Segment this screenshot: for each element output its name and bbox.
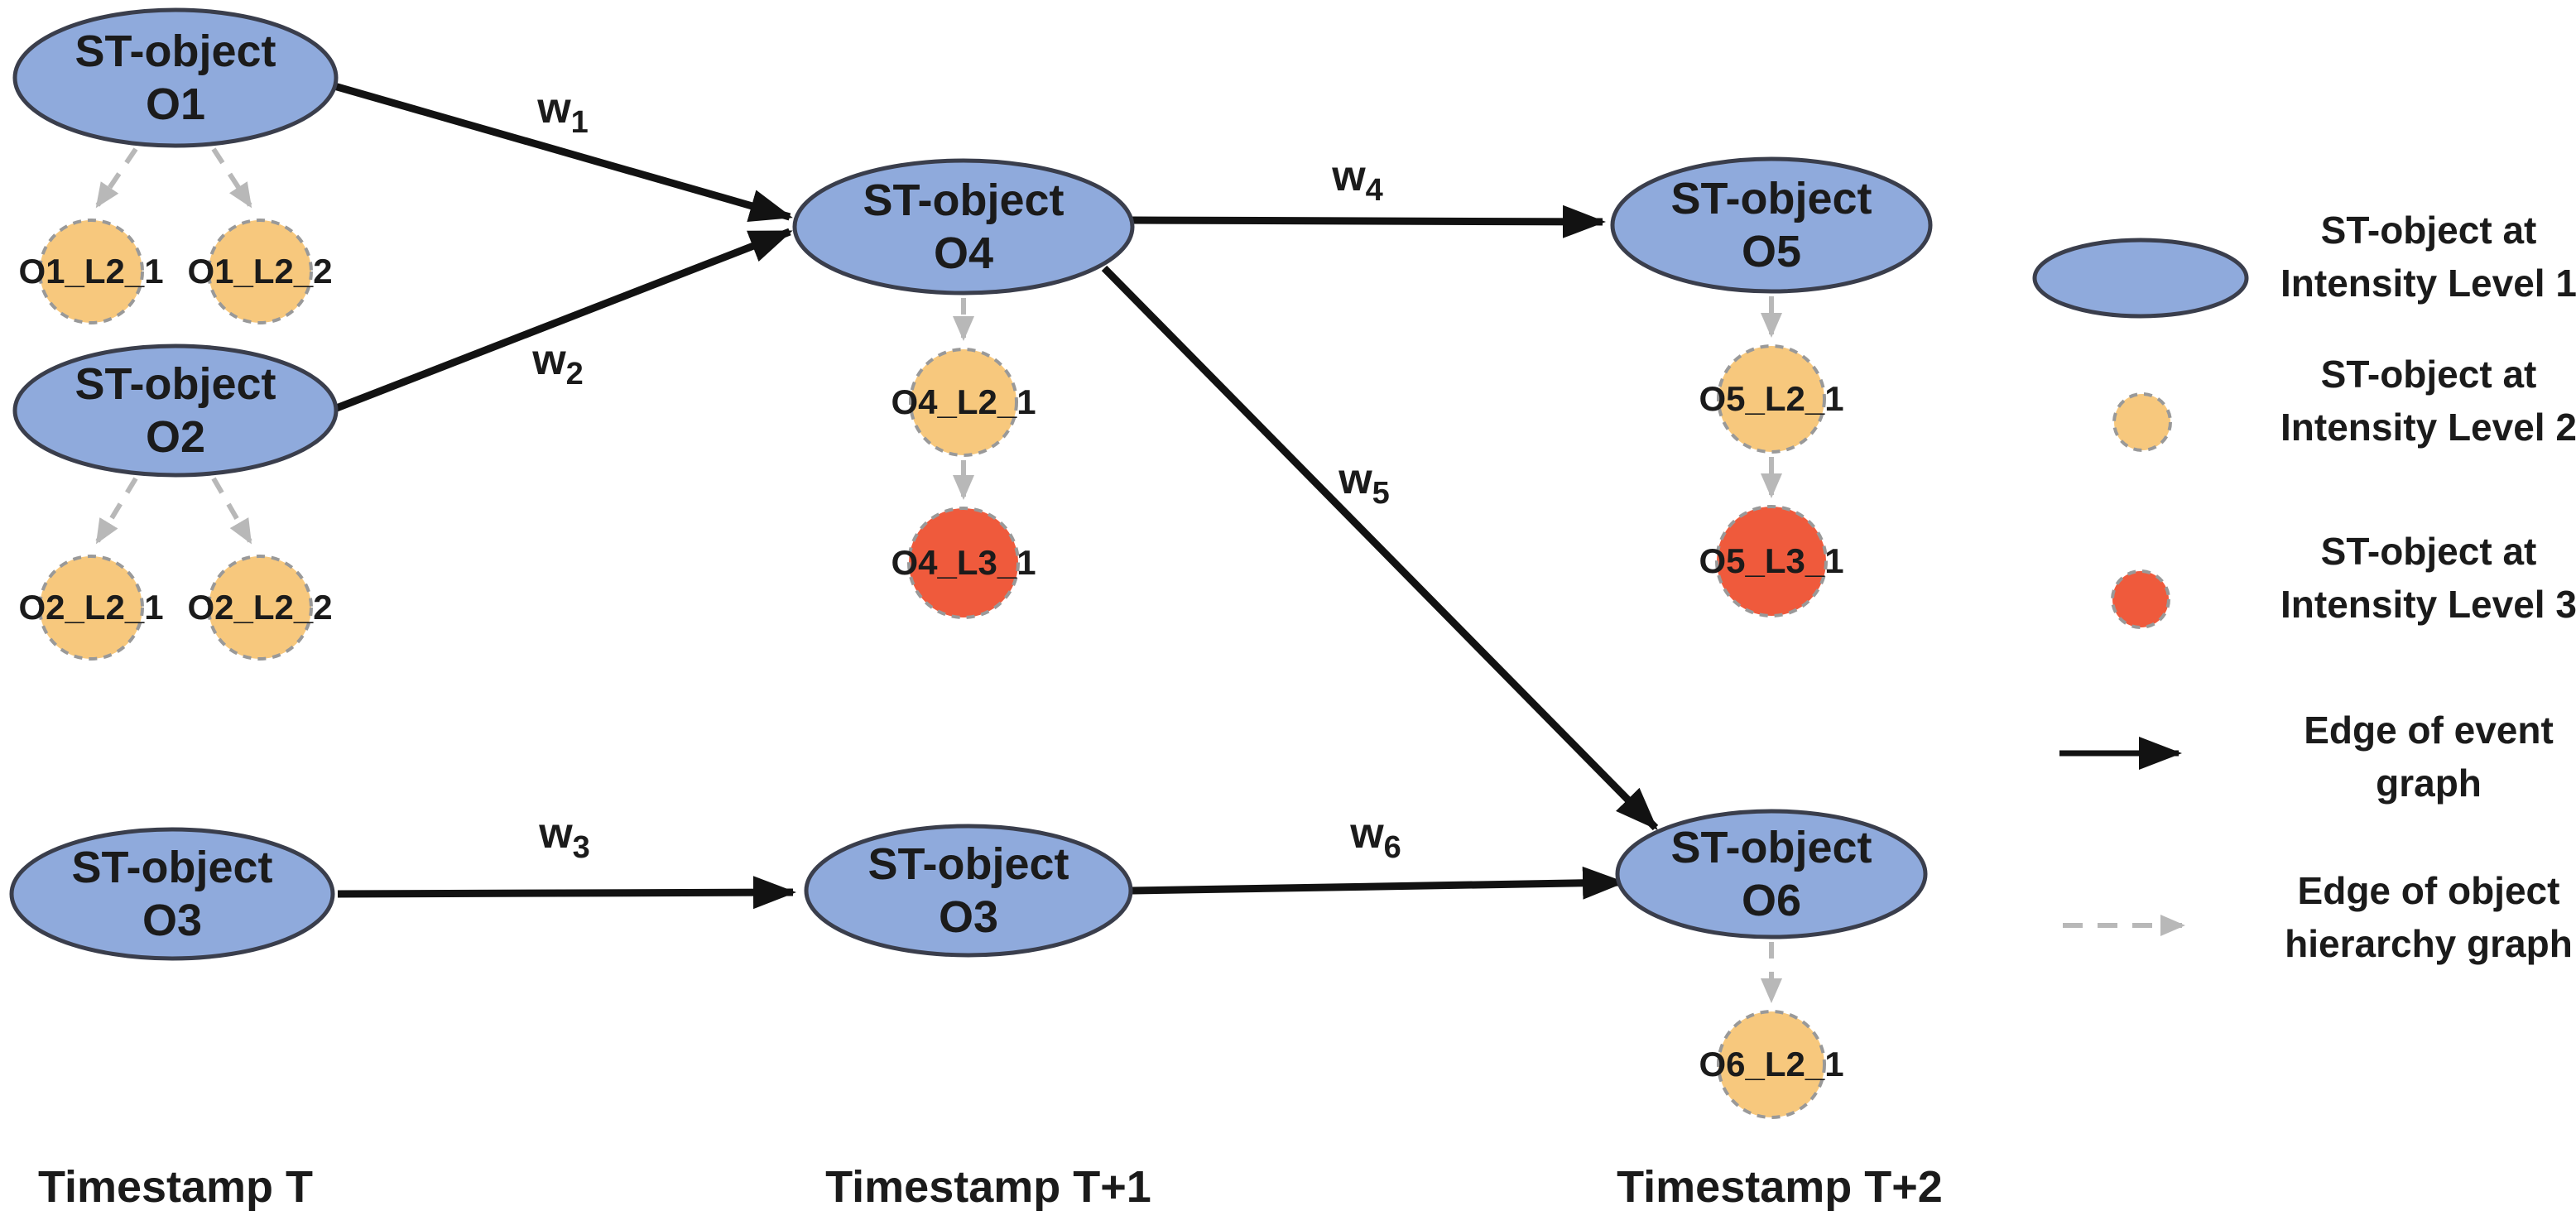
child-o5_l3_1-circle (1715, 505, 1828, 617)
legend: ST-object at Intensity Level 1 ST-object… (2032, 209, 2576, 965)
legend-event-edge-label-line2: graph (2376, 762, 2482, 805)
child-o6_l2_1-circle (1717, 1010, 1826, 1119)
node-o2-timestamp-t: ST-object O2 (12, 344, 339, 478)
edge-weight-labels: w1 w2 w3 w4 w5 w6 (531, 84, 1401, 865)
legend-row-intensity-level-1: ST-object at Intensity Level 1 (2032, 209, 2576, 319)
child-o1_l2_2: O1_L2_2 (187, 219, 333, 324)
node-o2-ellipse (12, 344, 339, 478)
timestamp-t2-label: Timestamp T+2 (1617, 1162, 1943, 1212)
child-o4_l3_1-label: O4_L3_1 (891, 543, 1036, 582)
child-o1_l2_2-circle (207, 219, 313, 324)
event-edge-w1 (333, 82, 793, 222)
hierarchy-edge-o1-to-o1_l2_1 (95, 147, 138, 209)
legend-event-edge-label-line1: Edge of event (2304, 709, 2554, 752)
node-o1-ellipse (12, 7, 339, 148)
legend-hierarchy-edge-label-line2: hierarchy graph (2285, 922, 2573, 965)
child-o5_l3_1: O5_L3_1 (1699, 505, 1844, 617)
event-edge-w6 (1132, 866, 1626, 900)
child-o2_l2_1-label: O2_L2_1 (18, 588, 163, 627)
child-o2_l2_1: O2_L2_1 (18, 555, 164, 661)
node-o3-timestamp-t1: ST-object O3 (804, 824, 1133, 958)
legend-level3-circle-icon (2111, 569, 2170, 629)
node-o5-label-line1: ST-object (1670, 174, 1872, 223)
node-o4-label-line1: ST-object (863, 175, 1064, 225)
event-edge-w5 (1101, 265, 1659, 831)
legend-level1-label-line2: Intensity Level 1 (2280, 262, 2576, 305)
node-o6-label-line1: ST-object (1670, 823, 1872, 872)
node-o3b-ellipse (804, 824, 1133, 958)
event-edge-w3 (337, 876, 796, 910)
child-o1_l2_2-label: O1_L2_2 (187, 252, 332, 291)
timestamp-labels: Timestamp T Timestamp T+1 Timestamp T+2 (38, 1162, 1943, 1212)
hierarchy-edge-o1-to-o1_l2_2 (211, 147, 252, 209)
legend-level3-label-line2: Intensity Level 3 (2280, 583, 2576, 626)
legend-level2-circle-icon (2112, 392, 2172, 452)
node-o1-label-line1: ST-object (74, 26, 276, 76)
event-edges (333, 82, 1659, 910)
timestamp-t1-label: Timestamp T+1 (825, 1162, 1151, 1212)
child-o1_l2_1-circle (38, 219, 144, 324)
child-o4_l2_1-label: O4_L2_1 (891, 382, 1036, 421)
node-o5-ellipse (1610, 156, 1933, 294)
child-o4_l3_1: O4_L3_1 (891, 507, 1036, 619)
child-o2_l2_2: O2_L2_2 (187, 555, 333, 661)
child-o4_l3_1-circle (907, 507, 1020, 619)
node-o1-label-line2: O1 (146, 79, 205, 129)
hierarchy-edge-o2-to-o2_l2_1 (95, 477, 138, 545)
legend-level2-label-line1: ST-object at (2321, 353, 2537, 396)
edge-weight-w2: w2 (531, 336, 584, 392)
child-o2_l2_2-label: O2_L2_2 (187, 588, 332, 627)
child-o5_l2_1-circle (1717, 344, 1826, 454)
child-nodes: O1_L2_1 O1_L2_2 O2_L2_1 O2_L2_2 O4_L2_1 … (18, 219, 1844, 1119)
event-edge-w2 (333, 228, 793, 413)
edge-weight-w3: w3 (538, 810, 590, 865)
node-o3b-label-line1: ST-object (867, 839, 1069, 889)
child-o5_l2_1: O5_L2_1 (1699, 344, 1844, 454)
node-o3a-label-line2: O3 (142, 896, 202, 945)
node-o3a-label-line1: ST-object (71, 843, 272, 892)
edge-weight-w4: w4 (1331, 152, 1383, 208)
event-edge-w4 (1132, 204, 1606, 238)
child-o4_l2_1-circle (909, 348, 1018, 457)
child-o2_l2_2-circle (207, 555, 313, 661)
st-object-nodes: ST-object O1 ST-object O2 ST-object O3 S… (9, 7, 1933, 961)
child-o1_l2_1-label: O1_L2_1 (18, 252, 163, 291)
node-o4-label-line2: O4 (934, 228, 993, 278)
child-o4_l2_1: O4_L2_1 (891, 348, 1036, 457)
legend-level3-label-line1: ST-object at (2321, 530, 2537, 573)
node-o5-label-line2: O5 (1742, 227, 1801, 276)
node-o3a-ellipse (9, 827, 335, 961)
child-o6_l2_1: O6_L2_1 (1699, 1010, 1844, 1119)
node-o6-ellipse (1615, 809, 1928, 939)
child-o5_l2_1-label: O5_L2_1 (1699, 379, 1843, 418)
node-o2-label-line2: O2 (146, 412, 205, 462)
edge-weight-w1: w1 (536, 84, 589, 140)
timestamp-t-label: Timestamp T (38, 1162, 313, 1212)
node-o5-timestamp-t2: ST-object O5 (1610, 156, 1933, 294)
child-o2_l2_1-circle (38, 555, 144, 661)
legend-level1-ellipse-icon (2032, 238, 2249, 319)
edge-weight-w5: w5 (1338, 455, 1390, 511)
legend-row-intensity-level-2: ST-object at Intensity Level 2 (2112, 353, 2576, 452)
legend-row-intensity-level-3: ST-object at Intensity Level 3 (2111, 530, 2576, 629)
legend-level1-label-line1: ST-object at (2321, 209, 2537, 252)
node-o3b-label-line2: O3 (939, 892, 998, 942)
node-o2-label-line1: ST-object (74, 359, 276, 409)
node-o4-ellipse (792, 158, 1135, 295)
legend-level2-label-line2: Intensity Level 2 (2280, 406, 2576, 449)
hierarchy-edges (95, 147, 1782, 1003)
node-o3-timestamp-t: ST-object O3 (9, 827, 335, 961)
node-o6-timestamp-t2: ST-object O6 (1615, 809, 1928, 939)
node-o6-label-line2: O6 (1742, 876, 1801, 925)
node-o4-timestamp-t1: ST-object O4 (792, 158, 1135, 295)
child-o5_l3_1-label: O5_L3_1 (1699, 541, 1843, 580)
legend-hierarchy-edge-label-line1: Edge of object (2298, 869, 2560, 912)
node-o1-timestamp-t: ST-object O1 (12, 7, 339, 148)
legend-row-event-edge: Edge of event graph (2059, 709, 2554, 805)
child-o1_l2_1: O1_L2_1 (18, 219, 164, 324)
hierarchy-edge-o2-to-o2_l2_2 (211, 477, 252, 545)
edge-weight-w6: w6 (1349, 810, 1401, 865)
child-o6_l2_1-label: O6_L2_1 (1699, 1045, 1843, 1083)
legend-row-hierarchy-edge: Edge of object hierarchy graph (2063, 869, 2573, 965)
